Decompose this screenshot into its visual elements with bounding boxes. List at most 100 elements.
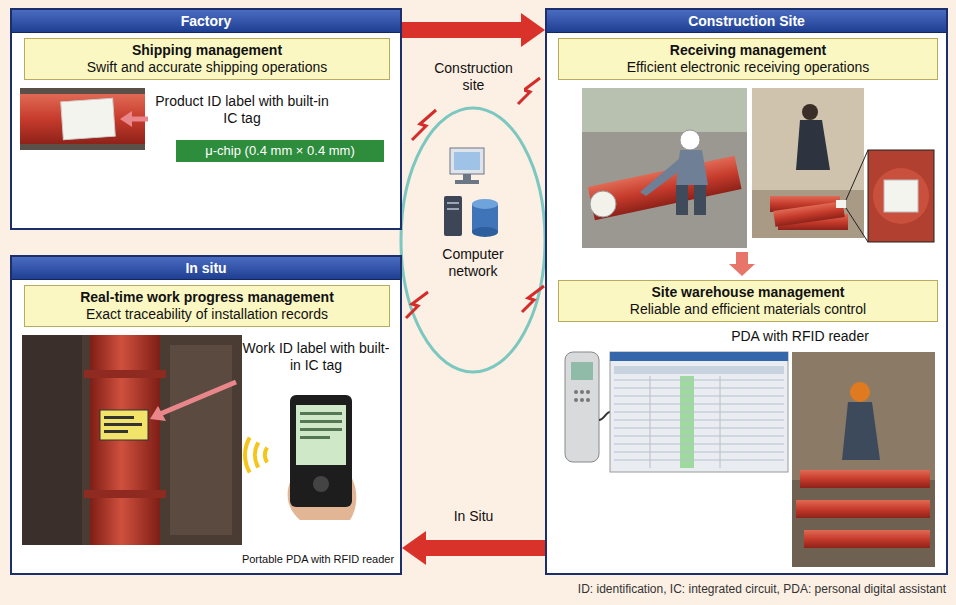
software-screen [614,376,784,468]
radio-waves [265,448,267,463]
network-loop [401,108,545,372]
annotation: Product ID label with built-in IC tag [152,93,332,127]
indoor-photo [752,88,864,238]
receiving-photo [588,156,742,220]
warehouse-photo [842,402,880,460]
panel-title: In situ [12,257,400,280]
installation-photo [90,335,160,545]
installation-photo [100,410,148,440]
rfid-reader [574,398,578,402]
pda-device [300,428,342,431]
software-screen [614,428,784,429]
software-screen [680,376,694,468]
computer-icon [454,152,480,170]
software-screen [614,404,784,405]
wireless-bolt [406,292,428,318]
software-screen [614,380,784,381]
rfid-reader [571,362,593,380]
rfid-reader [586,390,590,394]
installation-photo [84,490,166,498]
computer-icon [463,174,471,180]
box-text: Reliable and efficient materials control [565,301,931,318]
rfid-reader [586,398,590,402]
software-screen [614,388,784,389]
wireless-bolt [522,286,544,312]
installation-photo [22,335,242,545]
box-text: Exact traceability of installation recor… [31,306,383,323]
software-screen [614,436,784,437]
radio-waves [245,438,250,473]
rfid-reader [580,398,584,402]
pipe-photo [61,98,116,140]
warehouse-photo [792,480,935,567]
label-inset [884,180,918,212]
software-screen [610,352,788,472]
pda-device [296,405,346,465]
label-inset [868,150,934,242]
software-screen [614,452,784,453]
site-panel: FactoryShipping managementSwift and accu… [10,8,402,230]
pda-device [300,412,342,415]
wireless-bolt [412,110,436,140]
pipe-photo [20,88,145,150]
panel-ground [10,8,948,575]
rfid-reader [580,390,584,394]
leader-arrow [120,111,132,127]
computer-icon [447,208,459,210]
callout-lines [846,208,868,242]
leader-arrow [150,382,236,421]
receiving-photo [582,88,747,248]
panel-ground [545,8,948,575]
software-screen [610,352,788,361]
panel-ground [10,255,402,575]
process-box: Real-time work progress managementExact … [24,285,390,327]
pda-device [290,395,352,507]
software-screen [610,352,788,472]
indoor-photo [802,104,818,120]
rfid-reader [599,412,610,420]
receiving-photo [582,88,747,132]
label-inset [873,168,929,224]
computer-icon [472,227,498,237]
annotation: Work ID label with built-in IC tag [240,340,392,374]
leader-arrow [120,111,148,127]
pipe-photo [20,88,145,150]
software-screen [720,376,721,468]
box-heading: Shipping management [31,42,383,59]
warehouse-photo [850,382,870,402]
label-inset [868,150,934,242]
software-screen [614,420,784,421]
computer-icon [444,196,462,236]
leader-arrow [160,382,236,414]
indoor-photo [773,201,845,227]
warehouse-photo [804,530,930,548]
panel-title: Factory [12,10,400,33]
pda-device [288,395,357,520]
software-screen [614,460,784,461]
rfid-reader [565,352,599,462]
computer-icon [444,148,498,237]
block-arrow [426,540,545,556]
callout-lines [846,150,868,200]
receiving-photo [582,88,747,248]
pda-device [300,420,342,423]
software-screen [614,366,784,374]
software-screen [614,444,784,445]
software-screen [650,376,651,468]
installation-photo [104,416,134,419]
flow-arrow [729,252,755,276]
indoor-photo [752,88,864,238]
block-arrow [402,22,521,38]
computer-icon [472,199,498,209]
callout-lines [846,150,868,242]
receiving-photo [694,185,706,215]
process-box: Receiving managementEfficient electronic… [558,38,938,80]
installation-photo [84,370,166,378]
radio-waves [245,438,267,473]
box-heading: Site warehouse management [565,284,931,301]
box-text: Efficient electronic receiving operation… [565,59,931,76]
pipe-photo [20,94,145,144]
process-box: Site warehouse managementReliable and ef… [558,280,938,322]
computer-icon [455,180,479,184]
installation-photo [170,345,232,535]
